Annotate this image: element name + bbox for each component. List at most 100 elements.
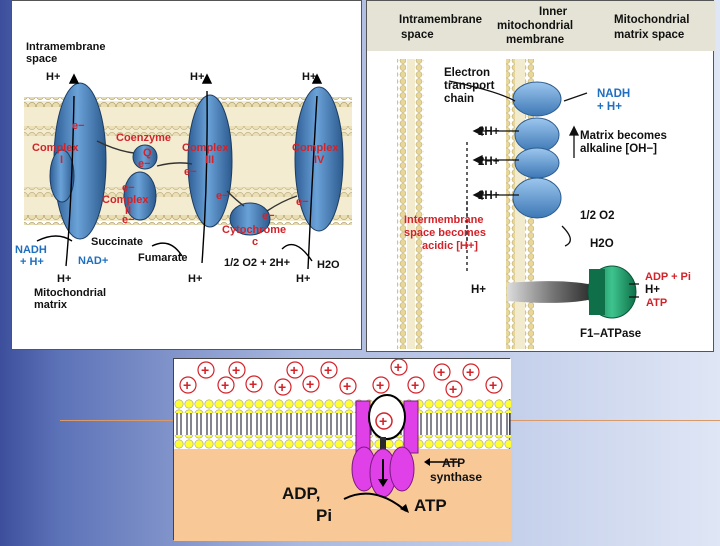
etc-protein	[514, 117, 560, 153]
proton-circle	[320, 361, 338, 379]
proton-plus: +	[437, 364, 445, 380]
proton-circle	[197, 361, 215, 379]
proton-circle	[217, 376, 235, 394]
electron-label: e−	[296, 196, 309, 208]
atp-label: ATP	[414, 496, 447, 515]
proton-circle	[407, 376, 425, 394]
header-intramembrane-1: Intramembrane	[399, 14, 482, 26]
proton-plus: +	[489, 377, 497, 393]
reaction-arrow	[343, 492, 407, 512]
intramembrane-label-2: space	[26, 53, 57, 65]
complex-1-label-2: I	[60, 154, 63, 166]
hplus-label: H+	[190, 71, 204, 83]
electron-label: e−	[138, 158, 151, 170]
oxygen-equation-label: 1/2 O2 + 2H+	[224, 257, 290, 269]
electron-label: e−	[184, 166, 197, 178]
hplus-label: H+	[57, 273, 71, 285]
decorative-line	[60, 420, 173, 421]
atp-label: ATP	[646, 297, 667, 309]
etc-label-3: chain	[444, 93, 474, 105]
complex-2-label-1: Complex	[102, 194, 149, 206]
coenzyme-q-label-1: Coenzyme	[116, 132, 171, 144]
proton-plus: +	[306, 376, 314, 392]
flow-arrows	[36, 73, 323, 270]
etc-protein	[514, 147, 560, 179]
hplus-label: H+	[296, 273, 310, 285]
proton-gradient-diagram: Intramembrane space Inner mitochondrial …	[367, 1, 715, 349]
succinate-label: Succinate	[91, 236, 143, 248]
complex-2-protein	[123, 171, 157, 221]
acidic-label-3: acidic [H+]	[422, 240, 478, 252]
coenzyme-q-label-2: Q	[143, 147, 152, 159]
complex-4-label-1: Complex	[292, 142, 339, 154]
two-h-label: 2H+	[478, 190, 500, 202]
acidic-label-1: Intermembrane	[404, 214, 483, 226]
proton-group: +++++++++++++++++	[179, 358, 503, 398]
etc-protein	[512, 81, 562, 117]
hplus-label: H+	[46, 71, 60, 83]
flow-arrows	[448, 80, 639, 298]
proton-circle	[462, 363, 480, 381]
synthase-label-1: ATP	[442, 456, 465, 470]
electron-label: e−	[216, 190, 229, 202]
complex-4-protein	[294, 86, 344, 232]
adp-label: ADP,	[282, 484, 320, 503]
nadh-label-2: + H+	[20, 256, 44, 268]
synthase-stalk	[355, 400, 371, 454]
atpase-label: F1–ATPase	[580, 328, 641, 340]
cytochrome-c-label-2: c	[252, 236, 258, 248]
membrane-bottom-heads	[24, 215, 352, 225]
etc-label-1: Electron	[444, 67, 490, 79]
electron-label: e−	[122, 182, 135, 194]
atp-synthase-diagram: + +++++++++++++++++ ATP synthase ADP, Pi…	[174, 358, 511, 541]
cytochrome-c-protein	[229, 202, 271, 236]
matrix-label-1: Mitochondrial	[34, 287, 106, 299]
membrane-heads	[506, 59, 515, 349]
alkaline-label-2: alkaline [OH−]	[580, 143, 657, 155]
complex-3-protein	[187, 94, 233, 228]
synthase-subunit	[389, 446, 415, 492]
channel-proton	[375, 412, 393, 430]
proton-gradient-panel: Intramembrane space Inner mitochondrial …	[366, 0, 715, 352]
complex-4-label-2: IV	[314, 154, 325, 166]
label-arrowhead	[424, 458, 430, 466]
proton-plus: +	[290, 362, 298, 378]
oxygen-label: 1/2 O2	[580, 210, 615, 222]
complex-3-label-1: Complex	[182, 142, 229, 154]
atp-hplus-label: H+	[645, 284, 660, 296]
complex-1-subunit	[49, 149, 75, 203]
hplus-label: H+	[471, 284, 486, 296]
membrane-heads	[397, 59, 406, 349]
water-label: H2O	[317, 259, 340, 271]
nadh-label-1: NADH	[15, 244, 47, 256]
nad-label: NAD+	[78, 255, 108, 267]
adp-pi-label: ADP + Pi	[645, 271, 691, 283]
electron-label: e−	[72, 120, 85, 132]
membrane-core	[407, 59, 415, 349]
header-inner-membrane-1: Inner	[539, 6, 568, 18]
reaction-arrowhead	[400, 504, 409, 513]
membrane-inner-heads	[24, 126, 352, 136]
header-band	[367, 1, 715, 51]
header-intramembrane-2: space	[401, 29, 434, 41]
electron-transport-panel: Intramembrane space H+ H+ H+ H+ H+ H+ Su…	[11, 0, 362, 350]
two-h-label: 2H+	[478, 156, 500, 168]
matrix-label-2: matrix	[34, 299, 68, 311]
intramembrane-label-1: Intramembrane	[26, 41, 105, 53]
matrix-space	[174, 449, 511, 541]
proton-circle	[286, 361, 304, 379]
electron-transport-diagram: Intramembrane space H+ H+ H+ H+ H+ H+ Su…	[15, 41, 352, 311]
proton-plus: +	[278, 379, 286, 395]
membrane-inner-heads	[24, 187, 352, 197]
proton-circle	[445, 380, 463, 398]
proton-circle	[485, 376, 503, 394]
membrane-top-heads	[24, 97, 352, 107]
etc-label-2: transport	[444, 80, 495, 92]
nadh-label-2: + H+	[597, 101, 622, 113]
proton-plus: +	[411, 377, 419, 393]
atp-synthase-panel: + +++++++++++++++++ ATP synthase ADP, Pi…	[173, 358, 511, 541]
complex-3-label-2: III	[205, 154, 214, 166]
proton-circle	[433, 363, 451, 381]
header-matrix-1: Mitochondrial	[614, 14, 689, 26]
two-h-label: 2H+	[478, 126, 500, 138]
